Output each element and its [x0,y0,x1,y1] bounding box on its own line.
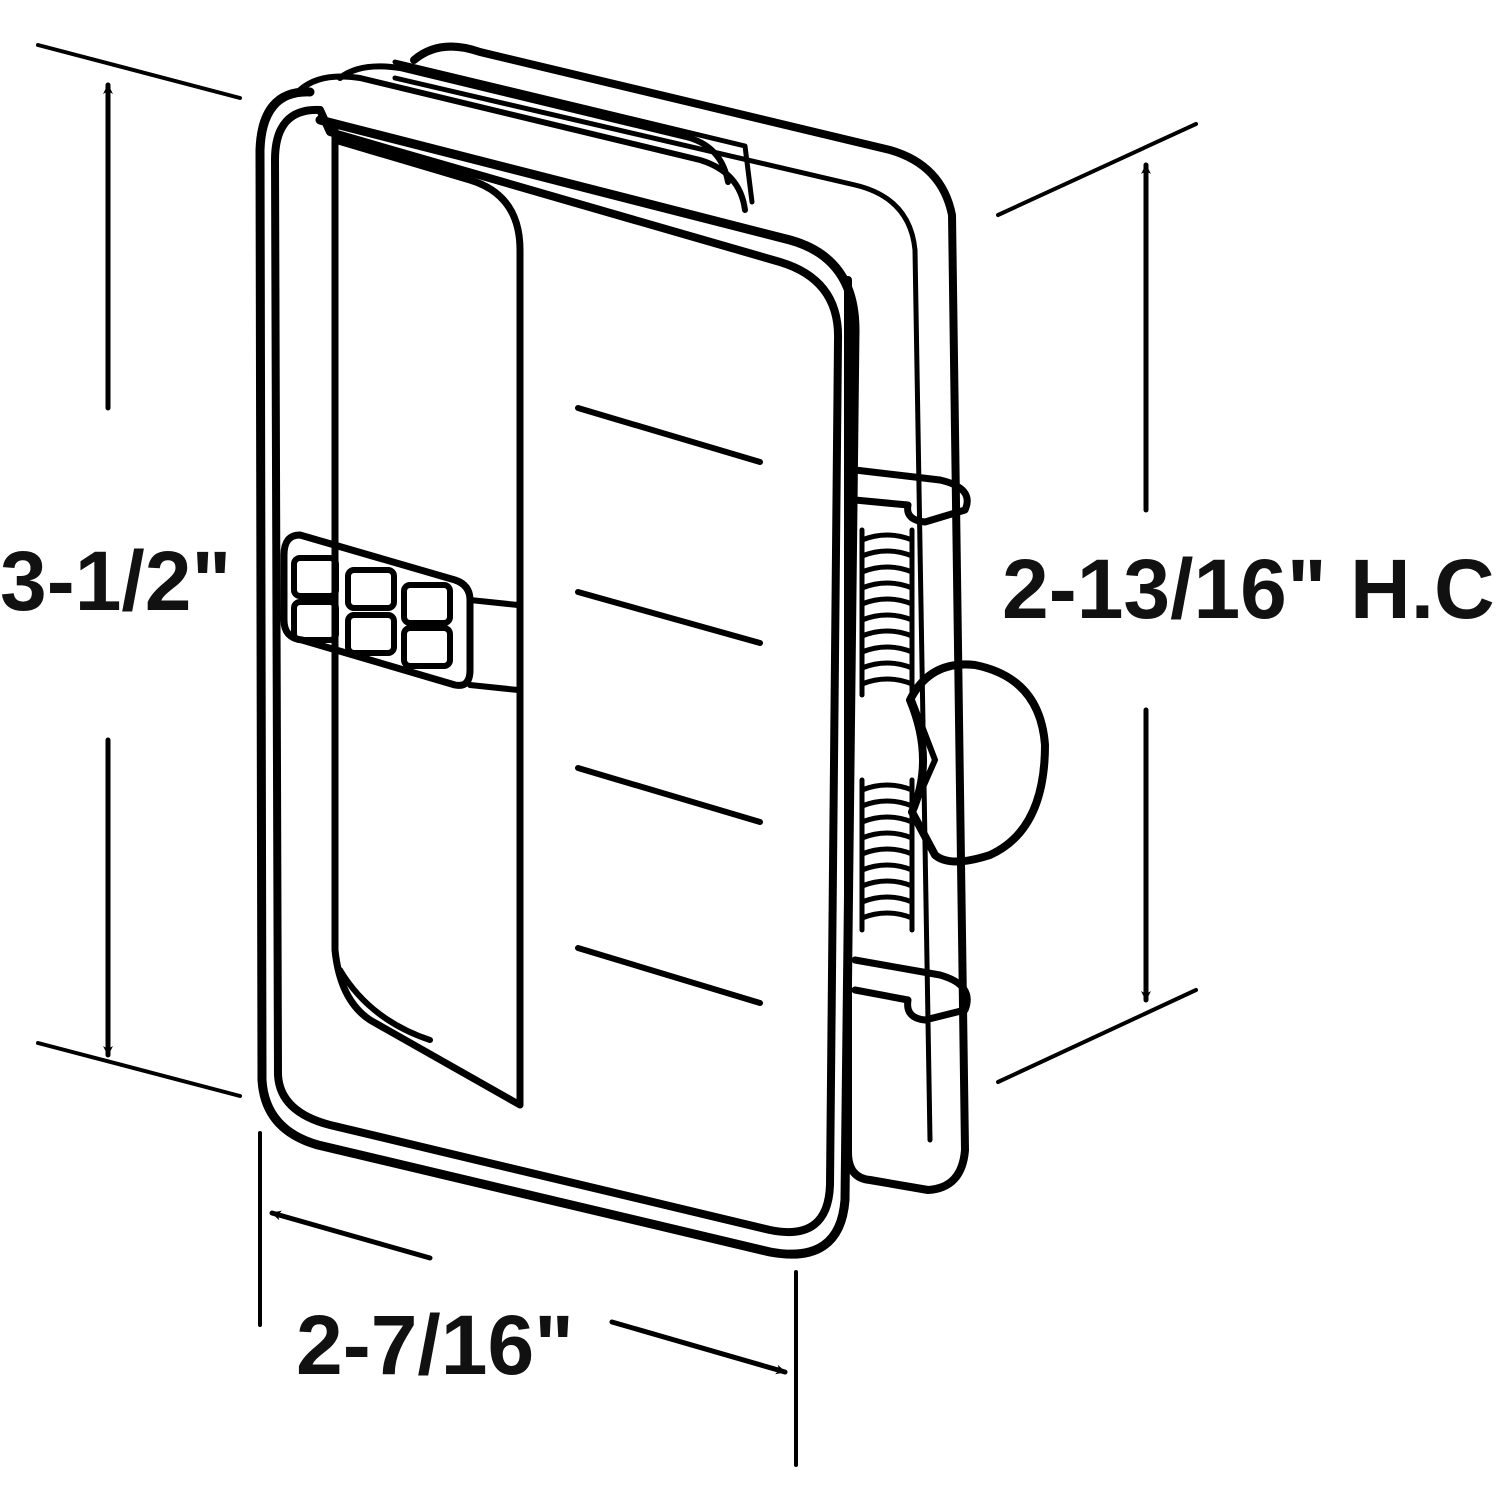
height-label: 3-1/2" [0,534,231,628]
lock-latch [280,531,521,693]
back-housing-inner [392,75,933,1143]
top-ridge-2 [337,63,731,185]
grip-rib-2 [575,589,763,646]
back-housing [410,42,969,1194]
escutcheon-rim [255,87,860,1259]
width-dimension: 2-7/16" [258,1131,798,1467]
grip-rib-4 [575,945,763,1006]
top-ridge-1 [297,73,748,213]
grip-rib-1 [575,405,763,465]
spring-bottom [859,777,915,933]
face-plate [271,105,843,1237]
hole-center-label: 2-13/16" H.C. [1002,542,1500,636]
height-dimension: 3-1/2" [0,43,242,1098]
spring-top [859,527,915,698]
hole-center-dimension: 2-13/16" H.C. [996,122,1500,1084]
top-ridge-3 [392,59,755,205]
finger-recess [331,126,524,1109]
handle-drawing [255,42,1049,1259]
mounting-clip-top [851,466,971,526]
center-cam [906,660,1049,866]
finger-recess-curve [337,967,433,1043]
grip-rib-3 [575,765,763,825]
width-label: 2-7/16" [296,1298,574,1392]
mounting-clip-bottom [851,956,971,1024]
